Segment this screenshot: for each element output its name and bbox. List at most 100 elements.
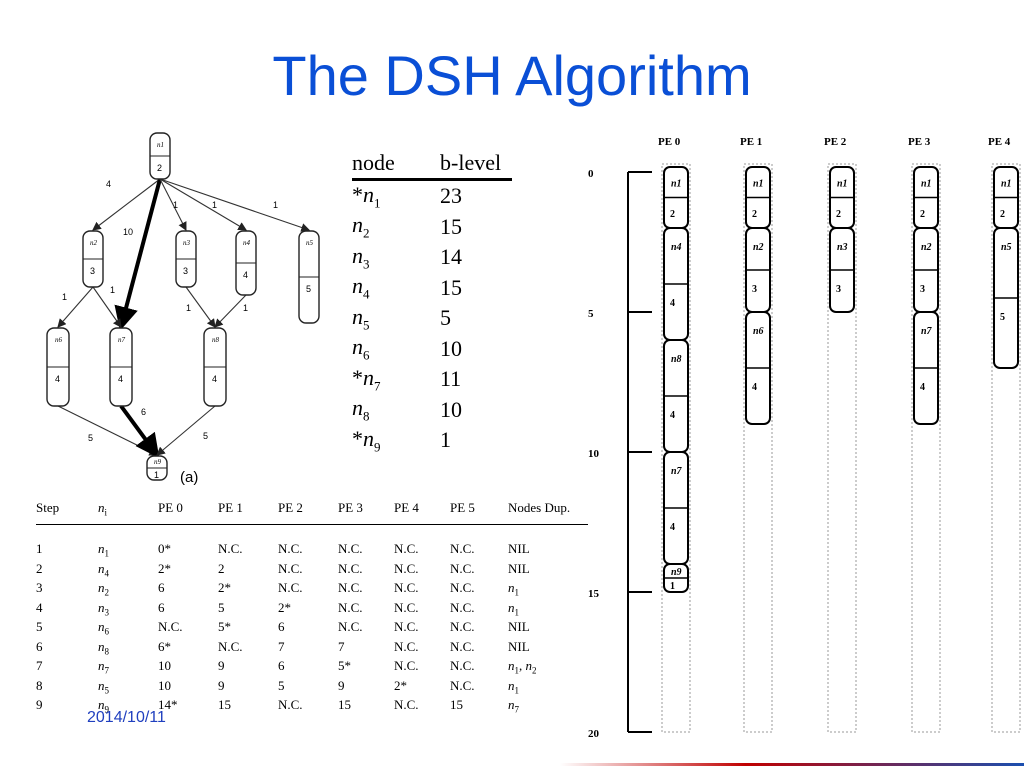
pe-column [743,163,773,733]
pe-label: PE 3 [908,136,931,148]
svg-text:3: 3 [920,284,925,295]
svg-text:n1: n1 [1001,178,1012,189]
steps-cell: N.C. [278,580,303,595]
graph-node-n8: n8 4 [203,327,227,407]
blevel-node: n6 [352,334,370,363]
svg-text:n8: n8 [212,336,220,344]
steps-cell: 5 [36,619,43,634]
edge-n2-n7 [92,286,122,328]
steps-cell: N.C. [278,697,303,712]
blevel-row: n4 15 [352,273,512,304]
svg-text:n7: n7 [921,326,933,337]
blevel-value: 15 [440,274,462,300]
scheduled-task-n1: n1 2 [993,166,1019,229]
steps-cell: 6* [158,638,171,654]
steps-cell: N.C. [158,619,183,634]
svg-text:n1: n1 [671,178,682,189]
svg-text:n3: n3 [837,242,848,253]
graph-node-n4: n44 [235,230,257,296]
svg-text:n1: n1 [157,141,164,149]
svg-text:n4: n4 [243,239,251,247]
edge-cost-n1-n5: 1 [273,200,278,210]
edge-n1-n5 [159,178,311,232]
steps-cell: N.C. [450,560,475,576]
steps-cell: 9 [218,658,225,673]
steps-cell: 9 [36,697,43,712]
steps-cell: 6 [36,638,43,654]
edge-n1-n4 [159,178,247,231]
edge-n8-n9 [156,405,216,456]
edge-n7-n9 [119,404,160,459]
steps-cell: NIL [508,638,530,654]
steps-cell: N.C. [450,658,475,673]
svg-text:4: 4 [752,382,757,393]
blevel-value: 10 [440,396,462,422]
edge-n1-n2 [92,178,161,231]
svg-text:3: 3 [836,284,841,295]
steps-cell: 2 [36,560,43,576]
steps-cell: 3 [36,580,43,595]
steps-cell: N.C. [338,541,363,556]
pe-column [661,163,691,733]
steps-cell: N.C. [218,541,243,556]
steps-cell: 2* [158,560,171,576]
steps-cell: 2* [394,677,407,693]
steps-header: PE 1 [218,500,278,525]
steps-cell: 7 [36,658,43,673]
blevel-node: n4 [352,273,370,302]
blevel-node: n8 [352,395,370,424]
steps-cell: n3 [98,599,109,618]
steps-cell: 10 [158,677,171,693]
steps-cell: 5* [338,658,351,673]
steps-cell: 0* [158,541,171,556]
time-tick-label: 5 [588,308,594,320]
svg-text:4: 4 [118,374,123,384]
svg-text:3: 3 [183,266,188,276]
scheduled-task-n8: n84 [663,339,689,453]
steps-header: PE 4 [394,500,450,525]
blevel-node: *n1 [352,181,381,210]
blevel-node: n3 [352,242,370,271]
steps-header: PE 3 [338,500,394,525]
svg-text:1: 1 [154,470,159,480]
steps-cell: N.C. [394,619,419,634]
svg-text:4: 4 [212,374,217,384]
steps-cell: n1 [508,677,519,696]
steps-cell: N.C. [394,580,419,595]
footer-accent-line [560,763,1024,766]
steps-cell: N.C. [278,560,303,576]
svg-text:n2: n2 [921,242,932,253]
scheduled-task-n1: n12 [663,166,689,229]
steps-cell: 15 [218,697,231,712]
blevel-value: 11 [440,366,462,392]
time-tick-label: 15 [588,588,600,600]
graph-node-n7: n74 [109,327,133,407]
steps-cell: n1 [508,599,519,618]
svg-text:n3: n3 [183,239,191,247]
edge-cost-n1-n4: 1 [212,200,217,210]
scheduled-task-n1: n12 [829,166,855,229]
pe-column [911,163,941,733]
svg-text:2: 2 [1000,209,1005,220]
svg-text:4: 4 [670,522,675,533]
steps-cell: n6 [98,619,109,637]
blevel-value: 10 [440,335,462,361]
steps-cell: n9 [98,697,109,715]
steps-cell: 9 [338,677,345,693]
edge-cost-n6-n9: 5 [88,433,93,443]
edge-n3-n8 [185,286,216,328]
svg-text:5: 5 [1000,312,1005,323]
steps-header: ni [98,500,158,525]
svg-text:n1: n1 [837,178,848,189]
edge-n4-n8 [214,294,247,328]
scheduled-task-n1: n12 [913,166,939,229]
svg-text:n1: n1 [753,178,764,189]
